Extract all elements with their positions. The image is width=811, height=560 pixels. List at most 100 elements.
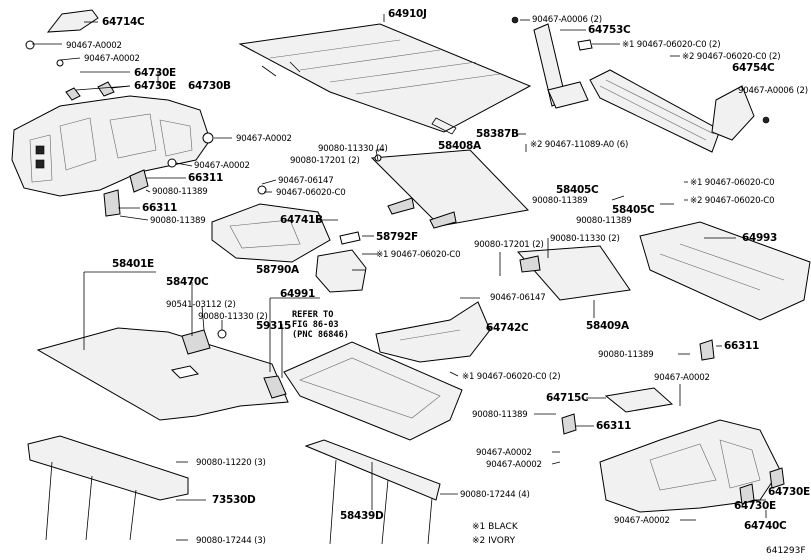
part-64993-tray	[639, 221, 811, 321]
part-number-label: 64715C	[546, 392, 589, 404]
figure-ref-code: 641293F	[766, 546, 806, 556]
part-number-label: 90467-A0002	[194, 161, 250, 171]
part-58387b-scuff-plate	[589, 69, 721, 153]
part-64714c-cap	[46, 9, 99, 33]
clip-icon	[577, 39, 593, 51]
part-number-label: 90080-11389	[576, 216, 632, 226]
part-number-label: 90467-A0002	[614, 516, 670, 526]
part-58401e-floor-board	[36, 327, 289, 421]
part-number-label: 64742C	[486, 322, 529, 334]
part-number-label: 90467-A0006 (2)	[738, 86, 808, 96]
part-number-label: 64741B	[280, 214, 323, 226]
legend-text: IVORY	[488, 536, 516, 546]
part-number-label: 64730E	[134, 80, 176, 92]
part-number-label: 58439D	[340, 510, 384, 522]
part-number-label: 66311	[142, 202, 178, 214]
part-number-label: 64993	[742, 232, 778, 244]
part-number-label: 64740C	[744, 520, 787, 532]
part-number-label: 90080-11389	[598, 350, 654, 360]
part-number-label: 64754C	[732, 62, 775, 74]
part-number-label: 58387B	[476, 128, 519, 140]
part-number-label: 90080-11330 (4)	[318, 144, 388, 154]
legend-item: ※2 IVORY	[472, 536, 515, 547]
part-number-label: 58470C	[166, 276, 209, 288]
part-58408a-deck-board	[370, 149, 530, 229]
part-number-label: 90080-11389	[152, 187, 208, 197]
part-number-label: 90080-17201 (2)	[474, 240, 544, 250]
part-number-label: 90080-11389	[150, 216, 206, 226]
part-number-label: 90467-06147	[490, 293, 546, 303]
part-number-label: 90467-06147	[278, 176, 334, 186]
part-number-label: 90080-17244 (3)	[196, 536, 266, 546]
part-number-label: 90080-17201 (2)	[290, 156, 360, 166]
part-number-label: 58408A	[438, 140, 481, 152]
part-number-label: 58401E	[112, 258, 154, 270]
clip-icon	[202, 132, 214, 144]
part-number-label: 90080-11330 (2)	[550, 234, 620, 244]
part-number-label: ※1 90467-06020-C0	[690, 178, 775, 188]
part-number-label: ※1 90467-06020-C0	[376, 250, 461, 260]
part-number-label: ※2 90467-06020-C0 (2)	[682, 52, 781, 62]
part-58792f-strap	[339, 231, 361, 245]
left-side-trim-panel	[11, 95, 211, 197]
part-64715c-lid	[604, 387, 674, 413]
part-number-label: 90467-A0006 (2)	[532, 15, 602, 25]
legend-item: ※1 BLACK	[472, 522, 518, 533]
clip-icon	[217, 329, 227, 339]
part-number-label: 90080-11330 (2)	[198, 312, 268, 322]
part-number-label: 90080-11389	[532, 196, 588, 206]
clip-icon	[762, 116, 770, 124]
part-number-label: 58790A	[256, 264, 299, 276]
part-number-label: 66311	[596, 420, 632, 432]
part-number-label: 64714C	[102, 16, 145, 28]
clip-icon	[257, 185, 267, 195]
legend-mark: ※2	[472, 536, 486, 546]
part-number-label: 73530D	[212, 494, 256, 506]
part-58790a-block	[315, 249, 367, 293]
clip-icon	[167, 158, 177, 168]
part-number-label: 58405C	[556, 184, 599, 196]
part-number-label: 58792F	[376, 231, 418, 243]
part-64730e-clip	[769, 467, 785, 489]
part-number-label: 90080-11389	[472, 410, 528, 420]
clip-icon	[511, 16, 519, 24]
part-59315-clip	[263, 375, 287, 399]
clip-icon	[25, 40, 35, 50]
part-number-label: 64730E	[134, 67, 176, 79]
part-64741b-tray	[211, 203, 331, 263]
part-number-label: 90467-A0002	[654, 373, 710, 383]
legend-text: BLACK	[488, 522, 518, 532]
clip-icon	[56, 59, 64, 67]
part-number-label: 90467-A0002	[236, 134, 292, 144]
part-66311-hook-right	[561, 413, 577, 435]
part-number-label: 66311	[724, 340, 760, 352]
part-73530d-frame	[27, 435, 189, 541]
part-number-label: 64730E	[734, 500, 776, 512]
part-64753c-pillar-trim	[533, 23, 589, 109]
part-64991-storage-bin	[283, 341, 463, 441]
refer-note: REFER TO FIG 86-03 (PNC 86846)	[292, 310, 349, 340]
part-number-label: 64730E	[768, 486, 810, 498]
part-number-label: 64730B	[188, 80, 231, 92]
part-number-label: 90080-11220 (3)	[196, 458, 266, 468]
part-number-label: 90467-A0002	[66, 41, 122, 51]
part-64740c-side-trim	[599, 419, 781, 513]
part-66311-hook-right	[699, 339, 715, 361]
part-58439d-frame	[304, 439, 441, 545]
legend-mark: ※1	[472, 522, 486, 532]
part-number-label: 90080-17244 (4)	[460, 490, 530, 500]
part-number-label: 90467-A0002	[486, 460, 542, 470]
part-number-label: 64991	[280, 288, 316, 300]
part-64910j-tonneau-cover	[238, 23, 532, 135]
part-64742c-tray	[375, 301, 491, 363]
part-number-label: 58409A	[586, 320, 629, 332]
part-number-label: 64753C	[588, 24, 631, 36]
leader-lines	[32, 14, 767, 541]
part-number-label: 59315	[256, 320, 292, 332]
part-number-label: 66311	[188, 172, 224, 184]
part-number-label: 90467-A0002	[476, 448, 532, 458]
part-number-label: 90541-03112 (2)	[166, 300, 236, 310]
part-64730e-clip	[65, 87, 81, 101]
part-66311-hook-left	[103, 169, 149, 217]
